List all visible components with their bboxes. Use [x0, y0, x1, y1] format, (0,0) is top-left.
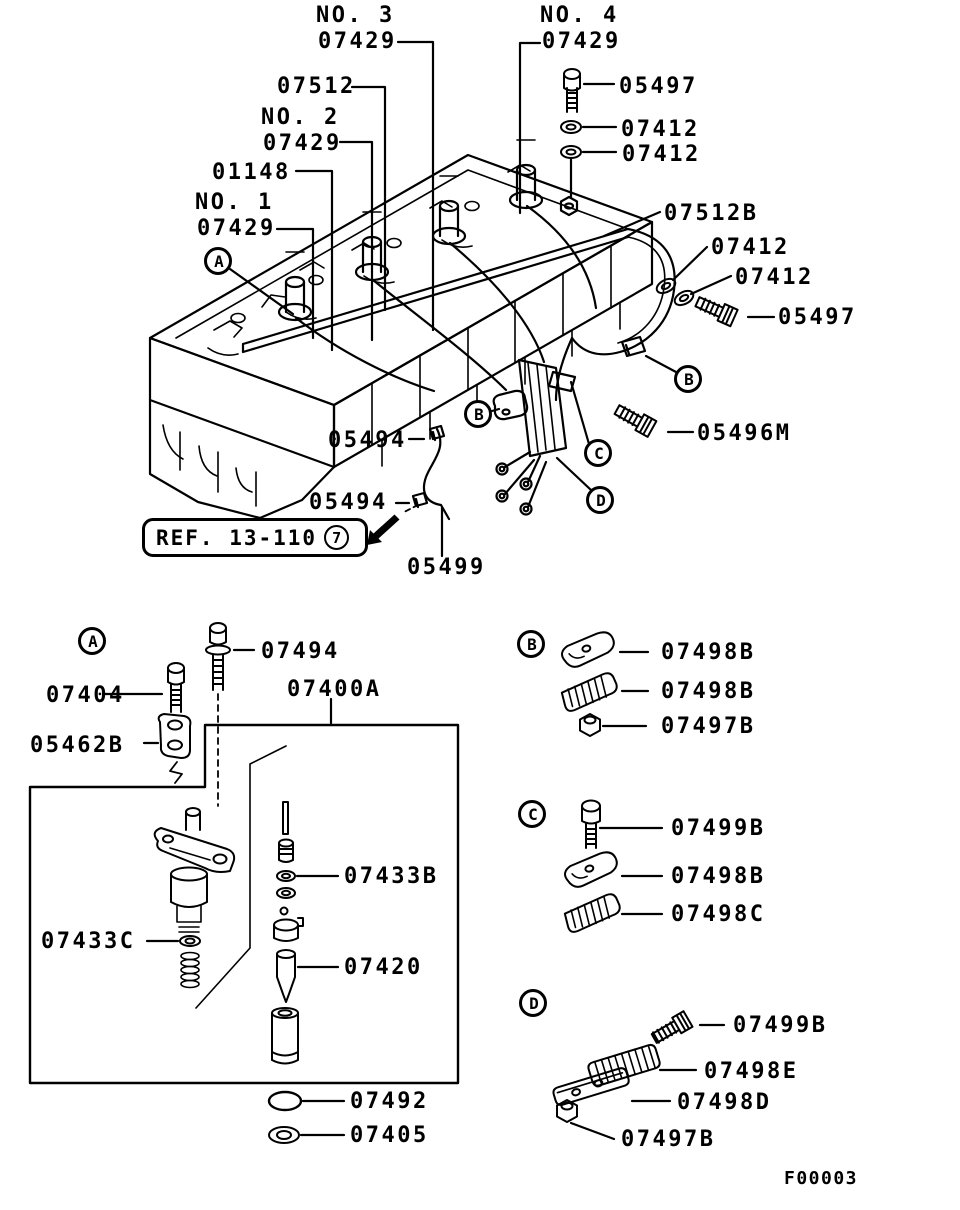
bolt-07499B-d-icon	[650, 1010, 694, 1044]
washer-07433C-icon	[179, 935, 201, 947]
injector-assembly-drawing	[153, 807, 236, 989]
ref-box-badge: 7	[324, 525, 350, 550]
callout-cyl-no1[interactable]: NO. 1	[195, 190, 274, 215]
part-label-07420[interactable]: 07420	[344, 955, 423, 980]
washer-07412-right1-icon	[655, 277, 677, 295]
section-c-drawing	[563, 799, 621, 933]
part-label-07497B-d[interactable]: 07497B	[621, 1127, 716, 1152]
washer-07412-top1-icon	[560, 120, 582, 134]
callout-cyl-no3[interactable]: NO. 3	[316, 3, 395, 28]
section-a-drawing	[28, 622, 460, 1144]
bolt-07404-icon	[167, 662, 185, 713]
washer-07433B-icon	[276, 870, 296, 882]
engine-head-detail	[162, 139, 666, 507]
part-label-07433C[interactable]: 07433C	[41, 929, 136, 954]
washer-07412-right2-icon	[673, 289, 695, 307]
part-label-07498E[interactable]: 07498E	[704, 1059, 799, 1084]
part-label-07412-r2[interactable]: 07412	[735, 265, 814, 290]
part-label-07497B-b[interactable]: 07497B	[661, 714, 756, 739]
part-label-07492[interactable]: 07492	[350, 1089, 429, 1114]
part-label-07498B-b2[interactable]: 07498B	[661, 679, 756, 704]
part-label-07512[interactable]: 07512	[277, 74, 356, 99]
washer-07405-icon	[268, 1126, 300, 1144]
balloon-section-a[interactable]: A	[78, 627, 106, 655]
balloon-c-main[interactable]: C	[584, 439, 612, 467]
injector-no1-icon	[277, 275, 313, 322]
clamp-07498B-c-icon	[564, 851, 618, 888]
bolt-07499B-c-icon	[581, 799, 601, 849]
washer-07412-top2-icon	[560, 145, 582, 159]
bracket-05462B-icon	[157, 713, 192, 784]
nut-07497B-icon	[579, 713, 601, 737]
part-label-07412-r1[interactable]: 07412	[711, 235, 790, 260]
plate-07498D-icon	[552, 1067, 630, 1106]
part-label-07498B-c[interactable]: 07498B	[671, 864, 766, 889]
part-label-07404[interactable]: 07404	[46, 683, 125, 708]
part-label-07429-no2[interactable]: 07429	[263, 131, 342, 156]
ref-arrow-icon	[367, 514, 400, 545]
ref-box-text: REF. 13-110	[156, 525, 318, 550]
clamp-07498B-lower-icon	[560, 672, 618, 712]
nozzle-exploded-drawing	[271, 801, 304, 1065]
part-label-07498B-b1[interactable]: 07498B	[661, 640, 756, 665]
bolt-05496M-icon	[613, 404, 658, 438]
balloon-section-c[interactable]: C	[518, 800, 546, 828]
part-label-07498D[interactable]: 07498D	[677, 1090, 772, 1115]
part-label-05496M[interactable]: 05496M	[697, 421, 792, 446]
balloon-b-mid[interactable]: B	[464, 400, 492, 428]
balloon-a-main[interactable]: A	[204, 247, 232, 275]
injector-no3-icon	[431, 199, 467, 246]
bolt-05497-top-icon	[563, 68, 581, 113]
balloon-section-b[interactable]: B	[517, 630, 545, 658]
part-label-05497-top[interactable]: 05497	[619, 74, 698, 99]
callout-cyl-no4[interactable]: NO. 4	[540, 3, 619, 28]
part-label-07429-no1[interactable]: 07429	[197, 216, 276, 241]
part-label-07499B-c[interactable]: 07499B	[671, 816, 766, 841]
part-label-07400A[interactable]: 07400A	[287, 677, 382, 702]
oring-07492-icon	[267, 1090, 303, 1112]
balloon-d-main[interactable]: D	[586, 486, 614, 514]
main-hardware-icons	[560, 68, 739, 438]
nut-07497B-d-icon	[556, 1099, 578, 1123]
figure-code: F00003	[784, 1168, 859, 1189]
part-label-07412-top1[interactable]: 07412	[621, 117, 700, 142]
leader-lines	[102, 40, 776, 1141]
part-label-07429-no4[interactable]: 07429	[542, 29, 621, 54]
part-label-07429-no3[interactable]: 07429	[318, 29, 397, 54]
part-label-07499B-d[interactable]: 07499B	[733, 1013, 828, 1038]
nozzle-07420-icon	[276, 949, 296, 1003]
section-b-drawing	[560, 631, 618, 737]
part-label-07412-top2[interactable]: 07412	[622, 142, 701, 167]
part-label-07494[interactable]: 07494	[261, 639, 340, 664]
clamp-07498B-upper-icon	[561, 631, 615, 668]
part-label-05494-1[interactable]: 05494	[328, 428, 407, 453]
balloon-section-d[interactable]: D	[519, 989, 547, 1017]
balloon-b-right[interactable]: B	[674, 365, 702, 393]
spring-icon	[180, 951, 200, 989]
section-d-drawing	[552, 1010, 694, 1123]
part-label-05499[interactable]: 05499	[407, 555, 486, 580]
ref-box[interactable]: REF. 13-110 7	[142, 518, 368, 557]
clamp-07498C-icon	[563, 893, 621, 933]
part-label-05494-2[interactable]: 05494	[309, 490, 388, 515]
part-label-07405[interactable]: 07405	[350, 1123, 429, 1148]
part-label-07512B[interactable]: 07512B	[664, 201, 759, 226]
part-label-01148[interactable]: 01148	[212, 160, 291, 185]
callout-cyl-no2[interactable]: NO. 2	[261, 105, 340, 130]
bolt-07494-icon	[205, 622, 231, 691]
bolt-05497-right-icon	[694, 296, 739, 328]
part-label-05462B[interactable]: 05462B	[30, 733, 125, 758]
part-label-07498C[interactable]: 07498C	[671, 902, 766, 927]
plate-07498E-icon	[587, 1043, 661, 1087]
part-label-05497-right[interactable]: 05497	[778, 305, 857, 330]
part-label-07433B[interactable]: 07433B	[344, 864, 439, 889]
